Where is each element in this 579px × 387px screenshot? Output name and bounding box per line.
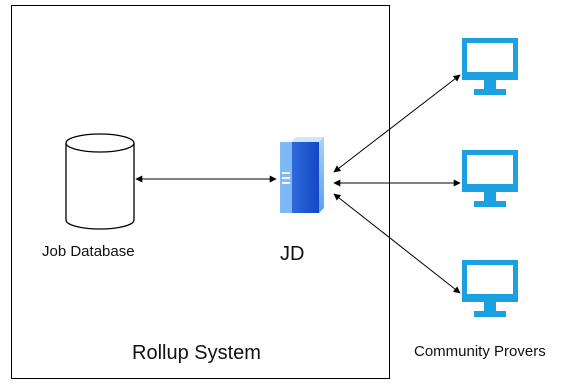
desktop-monitor-icon[interactable] xyxy=(462,150,518,207)
rollup-system-label: Rollup System xyxy=(132,342,261,364)
database-cylinder-icon[interactable] xyxy=(65,133,135,230)
job-database-label: Job Database xyxy=(42,243,135,260)
jd-prover-3-connector[interactable] xyxy=(333,193,461,294)
desktop-monitor-icon[interactable] xyxy=(462,260,518,317)
community-provers-label: Community Provers xyxy=(414,343,546,360)
jd-server-label: JD xyxy=(280,243,305,265)
desktop-monitor-icon[interactable] xyxy=(462,38,518,95)
jd-prover-1-connector[interactable] xyxy=(333,74,461,173)
server-tower-icon[interactable] xyxy=(280,137,324,213)
rollup-system-container xyxy=(11,5,390,379)
